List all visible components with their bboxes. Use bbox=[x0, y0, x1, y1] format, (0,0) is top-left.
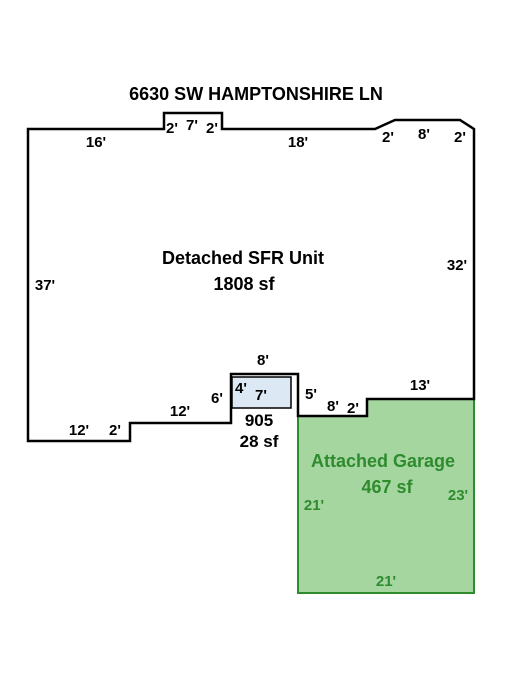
sub-area-box bbox=[231, 376, 292, 409]
dim-bump-right: 2' bbox=[206, 120, 218, 137]
dim-notch-top: 8' bbox=[257, 352, 269, 369]
dim-garage-right: 23' bbox=[448, 487, 468, 504]
dim-inner-height: 4' bbox=[235, 380, 247, 397]
dim-bottom-middle: 12' bbox=[170, 403, 190, 420]
property-address: 6630 SW HAMPTONSHIRE LN bbox=[129, 84, 383, 104]
dim-notch-left: 6' bbox=[211, 390, 223, 407]
dim-top-right-flat: 8' bbox=[418, 126, 430, 143]
dim-garage-step: 2' bbox=[347, 400, 359, 417]
dim-bump-left: 2' bbox=[166, 120, 178, 137]
main-area-size: 1808 sf bbox=[213, 274, 275, 294]
garage-area-name: Attached Garage bbox=[311, 451, 455, 471]
main-outline bbox=[26, 111, 476, 443]
dim-garage-left: 21' bbox=[304, 497, 324, 514]
dim-top-left: 16' bbox=[86, 134, 106, 151]
dim-top-middle: 18' bbox=[288, 134, 308, 151]
dim-inner-width: 7' bbox=[255, 387, 267, 404]
dim-bottom-left: 12' bbox=[69, 422, 89, 439]
dim-garage-top-right: 13' bbox=[410, 377, 430, 394]
sub-area-name: 905 bbox=[245, 411, 273, 430]
garage-area-size: 467 sf bbox=[361, 477, 413, 497]
dim-notch-right: 5' bbox=[305, 386, 317, 403]
dim-garage-bottom: 21' bbox=[376, 573, 396, 590]
dim-slant-left: 2' bbox=[382, 129, 394, 146]
main-area-name: Detached SFR Unit bbox=[162, 248, 324, 268]
dim-garage-top-left: 8' bbox=[327, 398, 339, 415]
sub-area-size: 28 sf bbox=[240, 432, 279, 451]
dim-slant-right: 2' bbox=[454, 129, 466, 146]
dim-left-side: 37' bbox=[35, 277, 55, 294]
dim-right-main: 32' bbox=[447, 257, 467, 274]
dim-bottom-step: 2' bbox=[109, 422, 121, 439]
dim-bump-top: 7' bbox=[186, 117, 198, 134]
